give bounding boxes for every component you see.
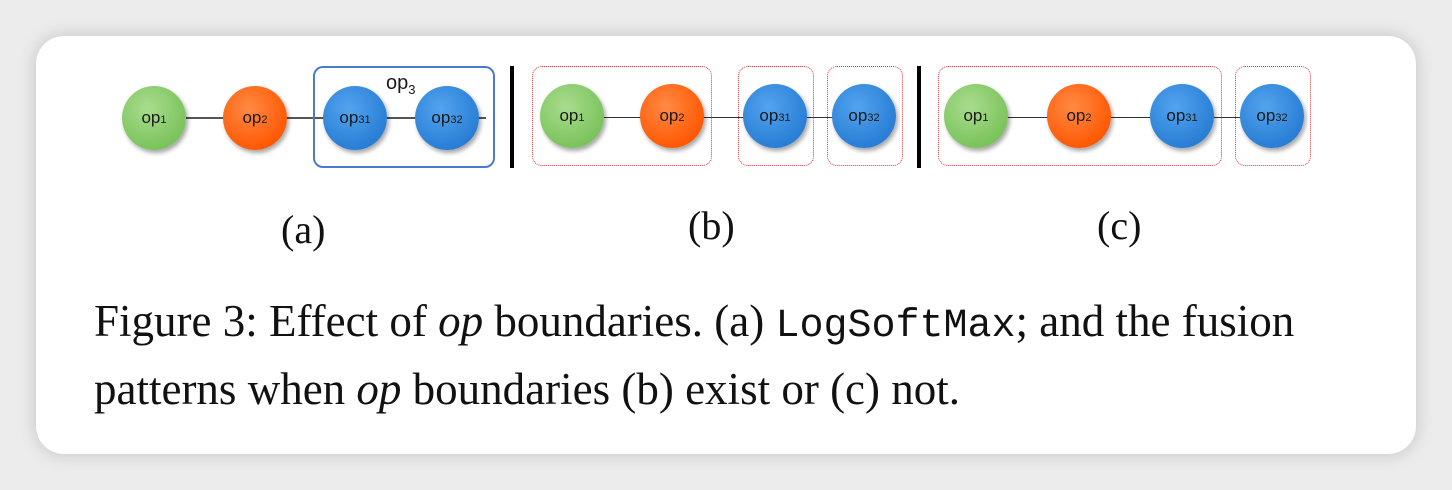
fusion-box-b3	[827, 66, 903, 166]
caption-mid2: ; and the fusion patterns when	[94, 296, 1295, 414]
caption-op-italic-1: op	[438, 296, 484, 346]
edge-b	[572, 117, 862, 118]
fusion-box-c1	[938, 66, 1222, 166]
caption-prefix: Figure 3: Effect of	[94, 296, 439, 346]
caption-op-italic-2: op	[356, 364, 402, 414]
panel-b-label: (b)	[688, 203, 735, 248]
fusion-box-b1	[532, 66, 712, 166]
fusion-box-c2	[1235, 66, 1311, 166]
panel-c-label: (c)	[1097, 203, 1142, 248]
op3-group-label: op3	[386, 72, 416, 97]
figure-caption: Figure 3: Effect of op boundaries. (a) L…	[94, 290, 1394, 420]
edge-c	[976, 117, 1276, 118]
caption-mid1: boundaries. (a)	[483, 296, 776, 346]
panel-a-label: (a)	[281, 207, 326, 252]
caption-code-logsoftmax: LogSoftMax	[775, 304, 1016, 349]
caption-suffix: boundaries (b) exist or (c) not.	[401, 364, 961, 414]
separator-ab	[510, 66, 514, 168]
separator-bc	[917, 66, 921, 168]
fusion-box-b2	[738, 66, 814, 166]
op3-group-box	[313, 66, 495, 168]
